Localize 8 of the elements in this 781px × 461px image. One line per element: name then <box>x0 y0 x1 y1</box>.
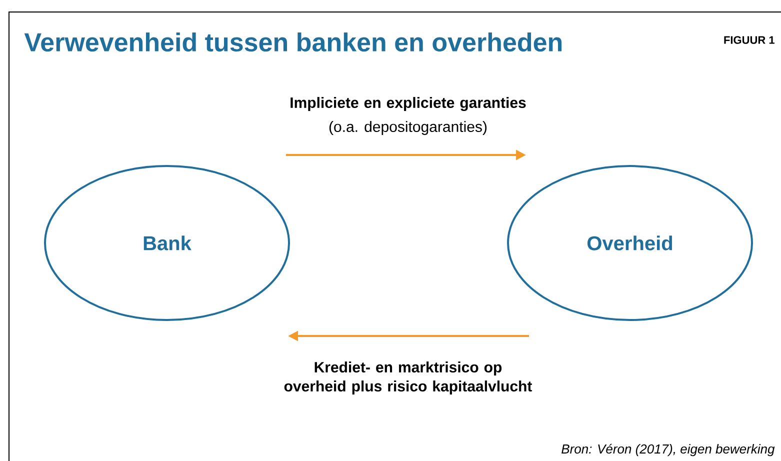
source-note: Bron: Véron (2017), eigen bewerking <box>562 444 775 456</box>
note: (o.a. depositogaranties) <box>329 121 487 135</box>
ellipse-node: Overheid <box>507 165 753 321</box>
ellipse-node: Bank <box>44 165 290 321</box>
title: Verwevenheid tussen banken en overheden <box>24 32 562 52</box>
figure-number: FIGUUR 1 <box>724 36 774 44</box>
edge-label: Krediet- en marktrisico op overheid plus risico kapitaalvlucht <box>284 362 532 394</box>
edge-label: Impliciete en expliciete garanties <box>290 96 526 112</box>
